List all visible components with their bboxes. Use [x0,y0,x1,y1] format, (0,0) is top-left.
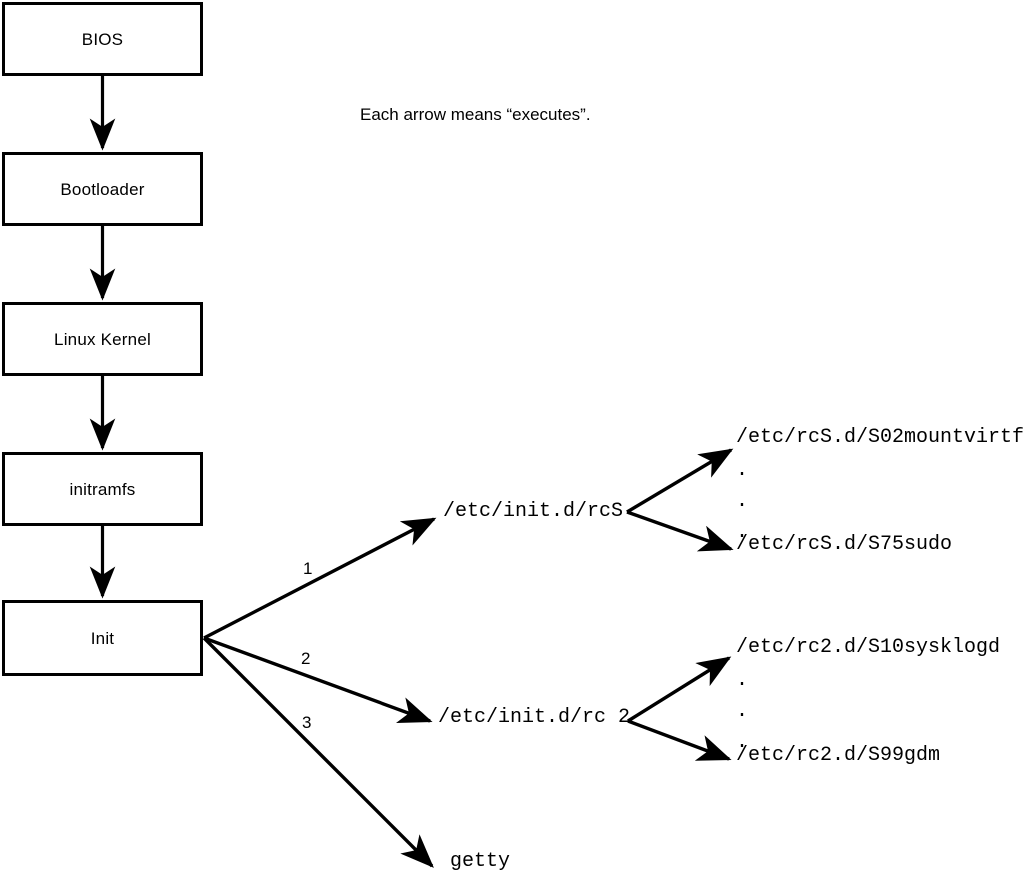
node-init-label: Init [90,628,115,648]
node-rc2-first-script[interactable]: /etc/rc2.d/S10sysklogd [736,636,1001,659]
node-getty[interactable]: getty [450,850,511,873]
edge-label-3: 3 [302,713,312,732]
node-init-d-rcs[interactable]: /etc/init.d/rcS [443,500,624,523]
edge-rcs-to-last [626,510,734,552]
edge-label-2: 2 [301,649,311,668]
node-bootloader-label: Bootloader [60,179,145,199]
node-rcs-first-script[interactable]: /etc/rcS.d/S02mountvirtfs [736,426,1024,449]
rcs-ellipsis: . . . [736,459,749,544]
node-init[interactable]: Init [2,600,203,676]
node-bios[interactable]: BIOS [2,2,203,76]
rc2-ellipsis: . . . [736,669,749,754]
node-rc2-last-script[interactable]: /etc/rc2.d/S99gdm [736,744,941,767]
node-init-d-rc2[interactable]: /etc/init.d/rc 2 [438,706,631,729]
edge-rc2-to-first [627,656,732,723]
node-rcs-last-script[interactable]: /etc/rcS.d/S75sudo [736,533,953,556]
node-linux-kernel-label: Linux Kernel [54,329,151,349]
diagram-caption: Each arrow means “executes”. [360,105,591,124]
edge-rc2-to-last [627,719,732,761]
edge-init-to-rcs [203,517,437,640]
node-bootloader[interactable]: Bootloader [2,152,203,226]
node-linux-kernel[interactable]: Linux Kernel [2,302,203,376]
edge-label-1: 1 [303,559,313,578]
edge-init-to-rc2 [203,636,433,723]
edge-rcs-to-first [626,448,734,514]
node-initramfs-label: initramfs [69,479,136,499]
edge-init-to-getty [202,636,434,868]
node-bios-label: BIOS [81,29,124,49]
node-initramfs[interactable]: initramfs [2,452,203,526]
